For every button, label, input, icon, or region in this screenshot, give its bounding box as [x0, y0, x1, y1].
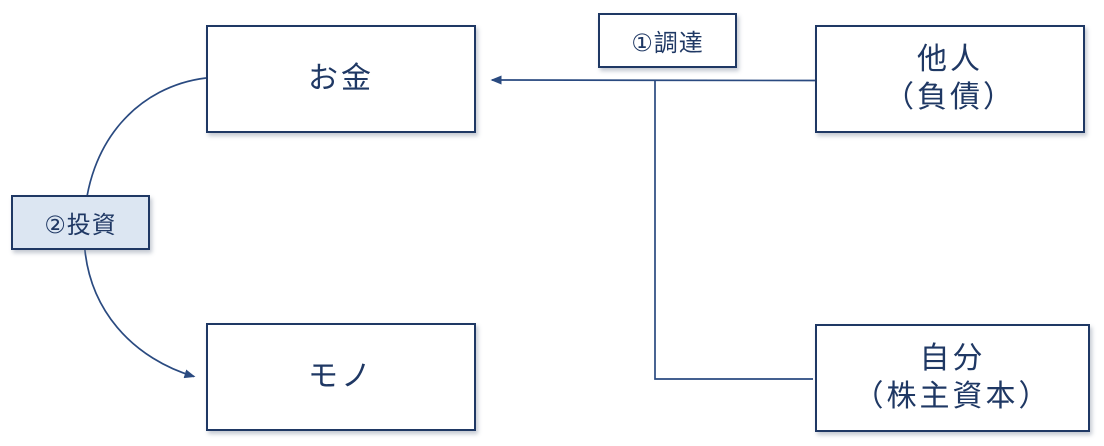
- box-others-line2: （負債）: [884, 81, 1016, 114]
- box-self: 自分 （株主資本）: [815, 324, 1090, 432]
- box-goods: モノ: [206, 323, 476, 431]
- box-others: 他人 （負債）: [815, 25, 1085, 133]
- label-investment: ②投資: [11, 195, 150, 250]
- box-money-label: お金: [308, 62, 374, 95]
- procurement-arrow-line: [490, 75, 817, 85]
- box-goods-label: モノ: [308, 360, 374, 393]
- box-self-line1: 自分: [919, 342, 986, 375]
- box-money: お金: [206, 25, 476, 133]
- label-procurement-text: ①調達: [631, 30, 704, 57]
- box-others-line1: 他人: [917, 43, 983, 76]
- self-elbow-connector: [654, 80, 813, 380]
- box-self-line2: （株主資本）: [853, 380, 1052, 413]
- label-procurement: ①調達: [598, 13, 737, 68]
- label-investment-text: ②投資: [44, 212, 117, 239]
